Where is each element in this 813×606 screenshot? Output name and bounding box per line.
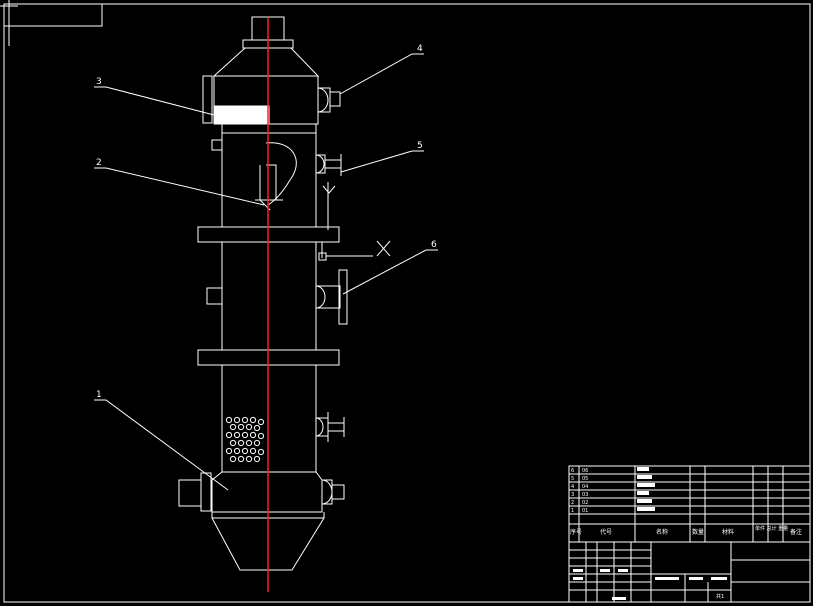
leader-3	[94, 86, 215, 116]
part-row-code: 01	[582, 508, 588, 514]
part-row-no: 2	[571, 500, 574, 506]
nozzle-6	[315, 285, 341, 309]
packing-ring	[237, 423, 245, 431]
parts-list: 6 06 5 05 4 04 3 03 2 02 1 01	[571, 467, 655, 514]
packing-ring	[241, 416, 249, 424]
nozzle-4	[317, 87, 331, 113]
part-row-code: 06	[582, 468, 588, 474]
part-row-code: 04	[582, 484, 588, 490]
packing-ring	[229, 423, 237, 431]
bottom-hopper	[211, 517, 325, 571]
callout-2: 2	[96, 158, 102, 168]
part-row-name-mark	[637, 475, 652, 479]
packing-rings	[225, 416, 265, 463]
part-row-no: 3	[571, 492, 574, 498]
packing-ring	[225, 431, 233, 439]
packing-ring	[253, 439, 261, 447]
spray-pipe	[265, 142, 297, 206]
packing-ring	[245, 423, 253, 431]
part-row-code: 03	[582, 492, 588, 498]
packing-ring	[233, 416, 241, 424]
title-block: 6 06 5 05 4 04 3 03 2 02 1 01 序号 代号 名称 数量 材料 单件 总计 …	[568, 465, 811, 603]
leader-6	[342, 249, 438, 295]
packing-ring	[253, 455, 261, 463]
packing-ring	[237, 455, 245, 463]
header-material: 材料	[722, 528, 734, 536]
part-row-no: 6	[571, 468, 574, 474]
header-code: 代号	[600, 528, 612, 536]
packing-ring	[241, 447, 249, 455]
part-row-code: 05	[582, 476, 588, 482]
packing-ring	[253, 424, 261, 432]
part-row-name-mark	[637, 499, 652, 503]
packing-ring	[233, 447, 241, 455]
header-qty: 数量	[692, 528, 704, 536]
part-row-code: 02	[582, 500, 588, 506]
packing-ring	[229, 455, 237, 463]
leader-4	[339, 53, 424, 95]
leader-1	[94, 399, 229, 491]
packing-ring	[245, 455, 253, 463]
packing-ring	[249, 416, 257, 424]
header-weight: 单件 总计 重量	[755, 525, 788, 532]
bottom-section	[211, 471, 323, 513]
packing-ring	[233, 431, 241, 439]
leader-2	[94, 167, 265, 206]
packing-ring	[229, 439, 237, 447]
top-cone	[212, 47, 320, 77]
packing-ring	[257, 448, 265, 456]
leader-lines	[94, 53, 438, 491]
inlet-nozzle-1	[178, 479, 202, 507]
part-row-no: 4	[571, 484, 574, 490]
packing-ring	[237, 439, 245, 447]
packing-ring	[257, 432, 265, 440]
nozzle-5	[315, 154, 326, 174]
part-row-name-mark	[637, 491, 649, 495]
callout-3: 3	[96, 77, 102, 87]
part-row-name-mark	[637, 483, 655, 487]
part-row-no: 1	[571, 508, 574, 514]
leader-5	[340, 150, 424, 173]
sheet-label: 共1	[716, 593, 724, 600]
packing-ring	[249, 431, 257, 439]
top-flange-left	[202, 75, 213, 124]
part-row-name-mark	[637, 467, 649, 471]
header-name: 名称	[656, 528, 668, 536]
packing-ring	[245, 439, 253, 447]
header-seq: 序号	[570, 528, 582, 536]
callout-6: 6	[431, 240, 437, 250]
part-row-name-mark	[637, 507, 655, 511]
packing-ring	[257, 418, 265, 426]
packing-ring	[225, 447, 233, 455]
callout-labels: 1 2 3 4 5 6	[96, 44, 437, 400]
callout-1: 1	[96, 390, 102, 400]
packing-ring	[249, 447, 257, 455]
packing-ring	[241, 431, 249, 439]
demister-layer	[213, 105, 270, 125]
header-remark: 备注	[790, 528, 802, 536]
packing-ring	[225, 416, 233, 424]
absorption-tower	[178, 16, 391, 571]
part-row-no: 5	[571, 476, 574, 482]
callout-4: 4	[417, 44, 423, 54]
callout-5: 5	[417, 141, 423, 151]
